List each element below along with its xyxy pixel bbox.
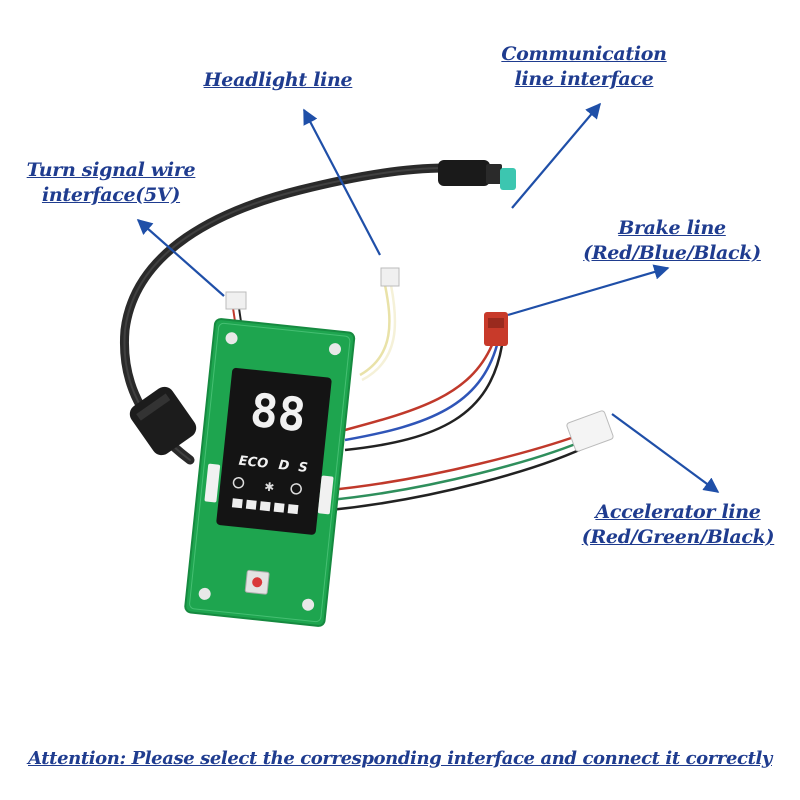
headlight-arrow [303, 108, 381, 256]
headlight-wires [359, 267, 400, 382]
brake-label: Brake line (Red/Blue/Black) [574, 216, 770, 266]
lcd-screen [216, 367, 332, 535]
display-mode: ECO [238, 454, 269, 472]
brake-wires [344, 312, 508, 452]
brake-label-line1: Brake line [618, 217, 726, 239]
accelerator-label-line1: Accelerator line [595, 501, 761, 523]
display-sport: S [298, 460, 309, 476]
accelerator-label-line2: (Red/Green/Black) [581, 526, 775, 548]
turn-signal-label-line1: Turn signal wire [26, 159, 196, 181]
attention-note: Attention: Please select the correspondi… [28, 748, 772, 769]
callout-arrows [136, 102, 720, 493]
headlight-label: Headlight line [196, 68, 360, 93]
accelerator-wires [329, 410, 614, 512]
brake-arrow [507, 264, 670, 317]
accelerator-label: Accelerator line (Red/Green/Black) [578, 500, 778, 550]
ferrite-core [129, 386, 197, 456]
communication-label-line2: line interface [514, 68, 654, 90]
turn-signal-arrow [136, 218, 225, 297]
battery-bars-icon [231, 498, 299, 515]
turn-signal-label-line2: interface(5V) [41, 184, 181, 206]
turn-signal-label: Turn signal wire interface(5V) [14, 158, 208, 208]
communication-arrow [511, 102, 601, 209]
pcb-board: 88 ECO D S ✱ [184, 318, 356, 627]
communication-connector [438, 160, 516, 190]
headlight-label-line1: Headlight line [203, 69, 353, 91]
display-digits: 88 [248, 383, 309, 442]
communication-label: Communication line interface [482, 42, 686, 92]
brake-label-line2: (Red/Blue/Black) [583, 242, 761, 264]
speed-limit-icon [290, 483, 302, 495]
display-gear: D [278, 458, 291, 474]
headlight-indicator-icon [232, 477, 245, 489]
communication-label-line1: Communication [501, 43, 667, 65]
bluetooth-icon: ✱ [264, 480, 275, 495]
accelerator-arrow [611, 413, 720, 493]
